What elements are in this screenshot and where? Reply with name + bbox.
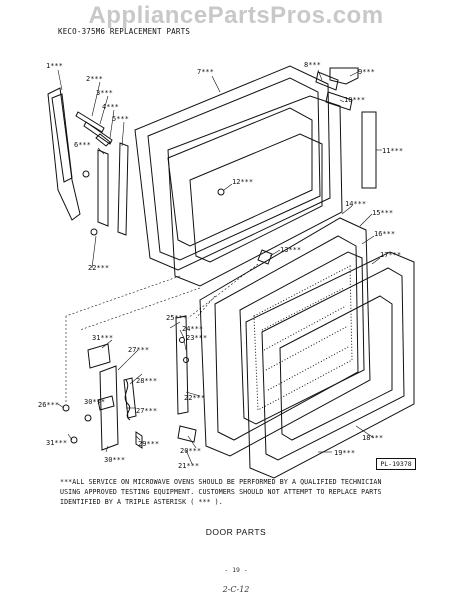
- diagram-title: DOOR PARTS: [205, 527, 267, 537]
- callout-7: 7***: [197, 68, 214, 76]
- callout-30-lower: 30***: [104, 456, 125, 464]
- callout-31-upper: 31***: [92, 334, 113, 342]
- callout-8: 8***: [304, 61, 321, 69]
- callout-26: 26***: [38, 401, 59, 409]
- callout-22-upper: 22***: [88, 264, 109, 272]
- outer-door-panel-part: [245, 251, 415, 479]
- callout-13: 13***: [280, 246, 301, 254]
- callout-labels: 1*** 2*** 3*** 4*** 5*** 6*** 7*** 8*** …: [38, 61, 403, 470]
- hinge-parts: [315, 67, 377, 189]
- callout-29: 29***: [138, 440, 159, 448]
- leader-lines: [57, 69, 382, 465]
- callout-22-lower: 22***: [184, 394, 205, 402]
- callout-9: 9***: [358, 68, 375, 76]
- callout-17: 17***: [380, 251, 401, 259]
- callout-23: 23***: [186, 334, 207, 342]
- callout-20: 20***: [180, 447, 201, 455]
- screw-part: [217, 188, 225, 196]
- callout-2: 2***: [86, 75, 103, 83]
- callout-5: 5***: [112, 115, 129, 123]
- choke-frame-part: [167, 95, 343, 287]
- callout-14: 14***: [345, 200, 366, 208]
- callout-27-upper: 27***: [128, 346, 149, 354]
- latch-mechanism-parts: [62, 343, 143, 451]
- watermark: AppliancePartsPros.com: [88, 2, 384, 29]
- callout-6: 6***: [74, 141, 91, 149]
- door-handle-part: [47, 87, 81, 221]
- page-header: KECO-375M6 REPLACEMENT PARTS: [58, 27, 191, 36]
- callout-28: 28***: [136, 377, 157, 385]
- outer-door-frame-part: [134, 65, 331, 271]
- handle-bracket-parts: [75, 111, 129, 236]
- callout-25: 25***: [166, 314, 187, 322]
- callout-3: 3***: [96, 89, 113, 97]
- callout-24: 24***: [182, 325, 203, 333]
- callout-18: 18***: [362, 434, 383, 442]
- callout-30-upper: 30***: [84, 398, 105, 406]
- callout-19: 19***: [334, 449, 355, 457]
- callout-12: 12***: [232, 178, 253, 186]
- page-number: - 19 -: [224, 566, 248, 574]
- door-panel-parts: [199, 217, 371, 457]
- callout-11: 11***: [382, 147, 403, 155]
- callout-21: 21***: [178, 462, 199, 470]
- service-note: ***ALL SERVICE ON MICROWAVE OVENS SHOULD…: [60, 478, 382, 506]
- callout-31-lower: 31***: [46, 439, 67, 447]
- callout-15: 15***: [372, 209, 393, 217]
- callout-27-lower: 27***: [136, 407, 157, 415]
- mesh-screen-part: [253, 265, 353, 411]
- callout-16: 16***: [374, 230, 395, 238]
- handwritten-mark: 2-C-12: [222, 585, 250, 594]
- callout-4: 4***: [102, 103, 119, 111]
- callout-1: 1***: [46, 62, 63, 70]
- latch-parts: [175, 249, 273, 443]
- plate-number-box: PL-19378: [376, 458, 416, 470]
- callout-10: 10***: [344, 96, 365, 104]
